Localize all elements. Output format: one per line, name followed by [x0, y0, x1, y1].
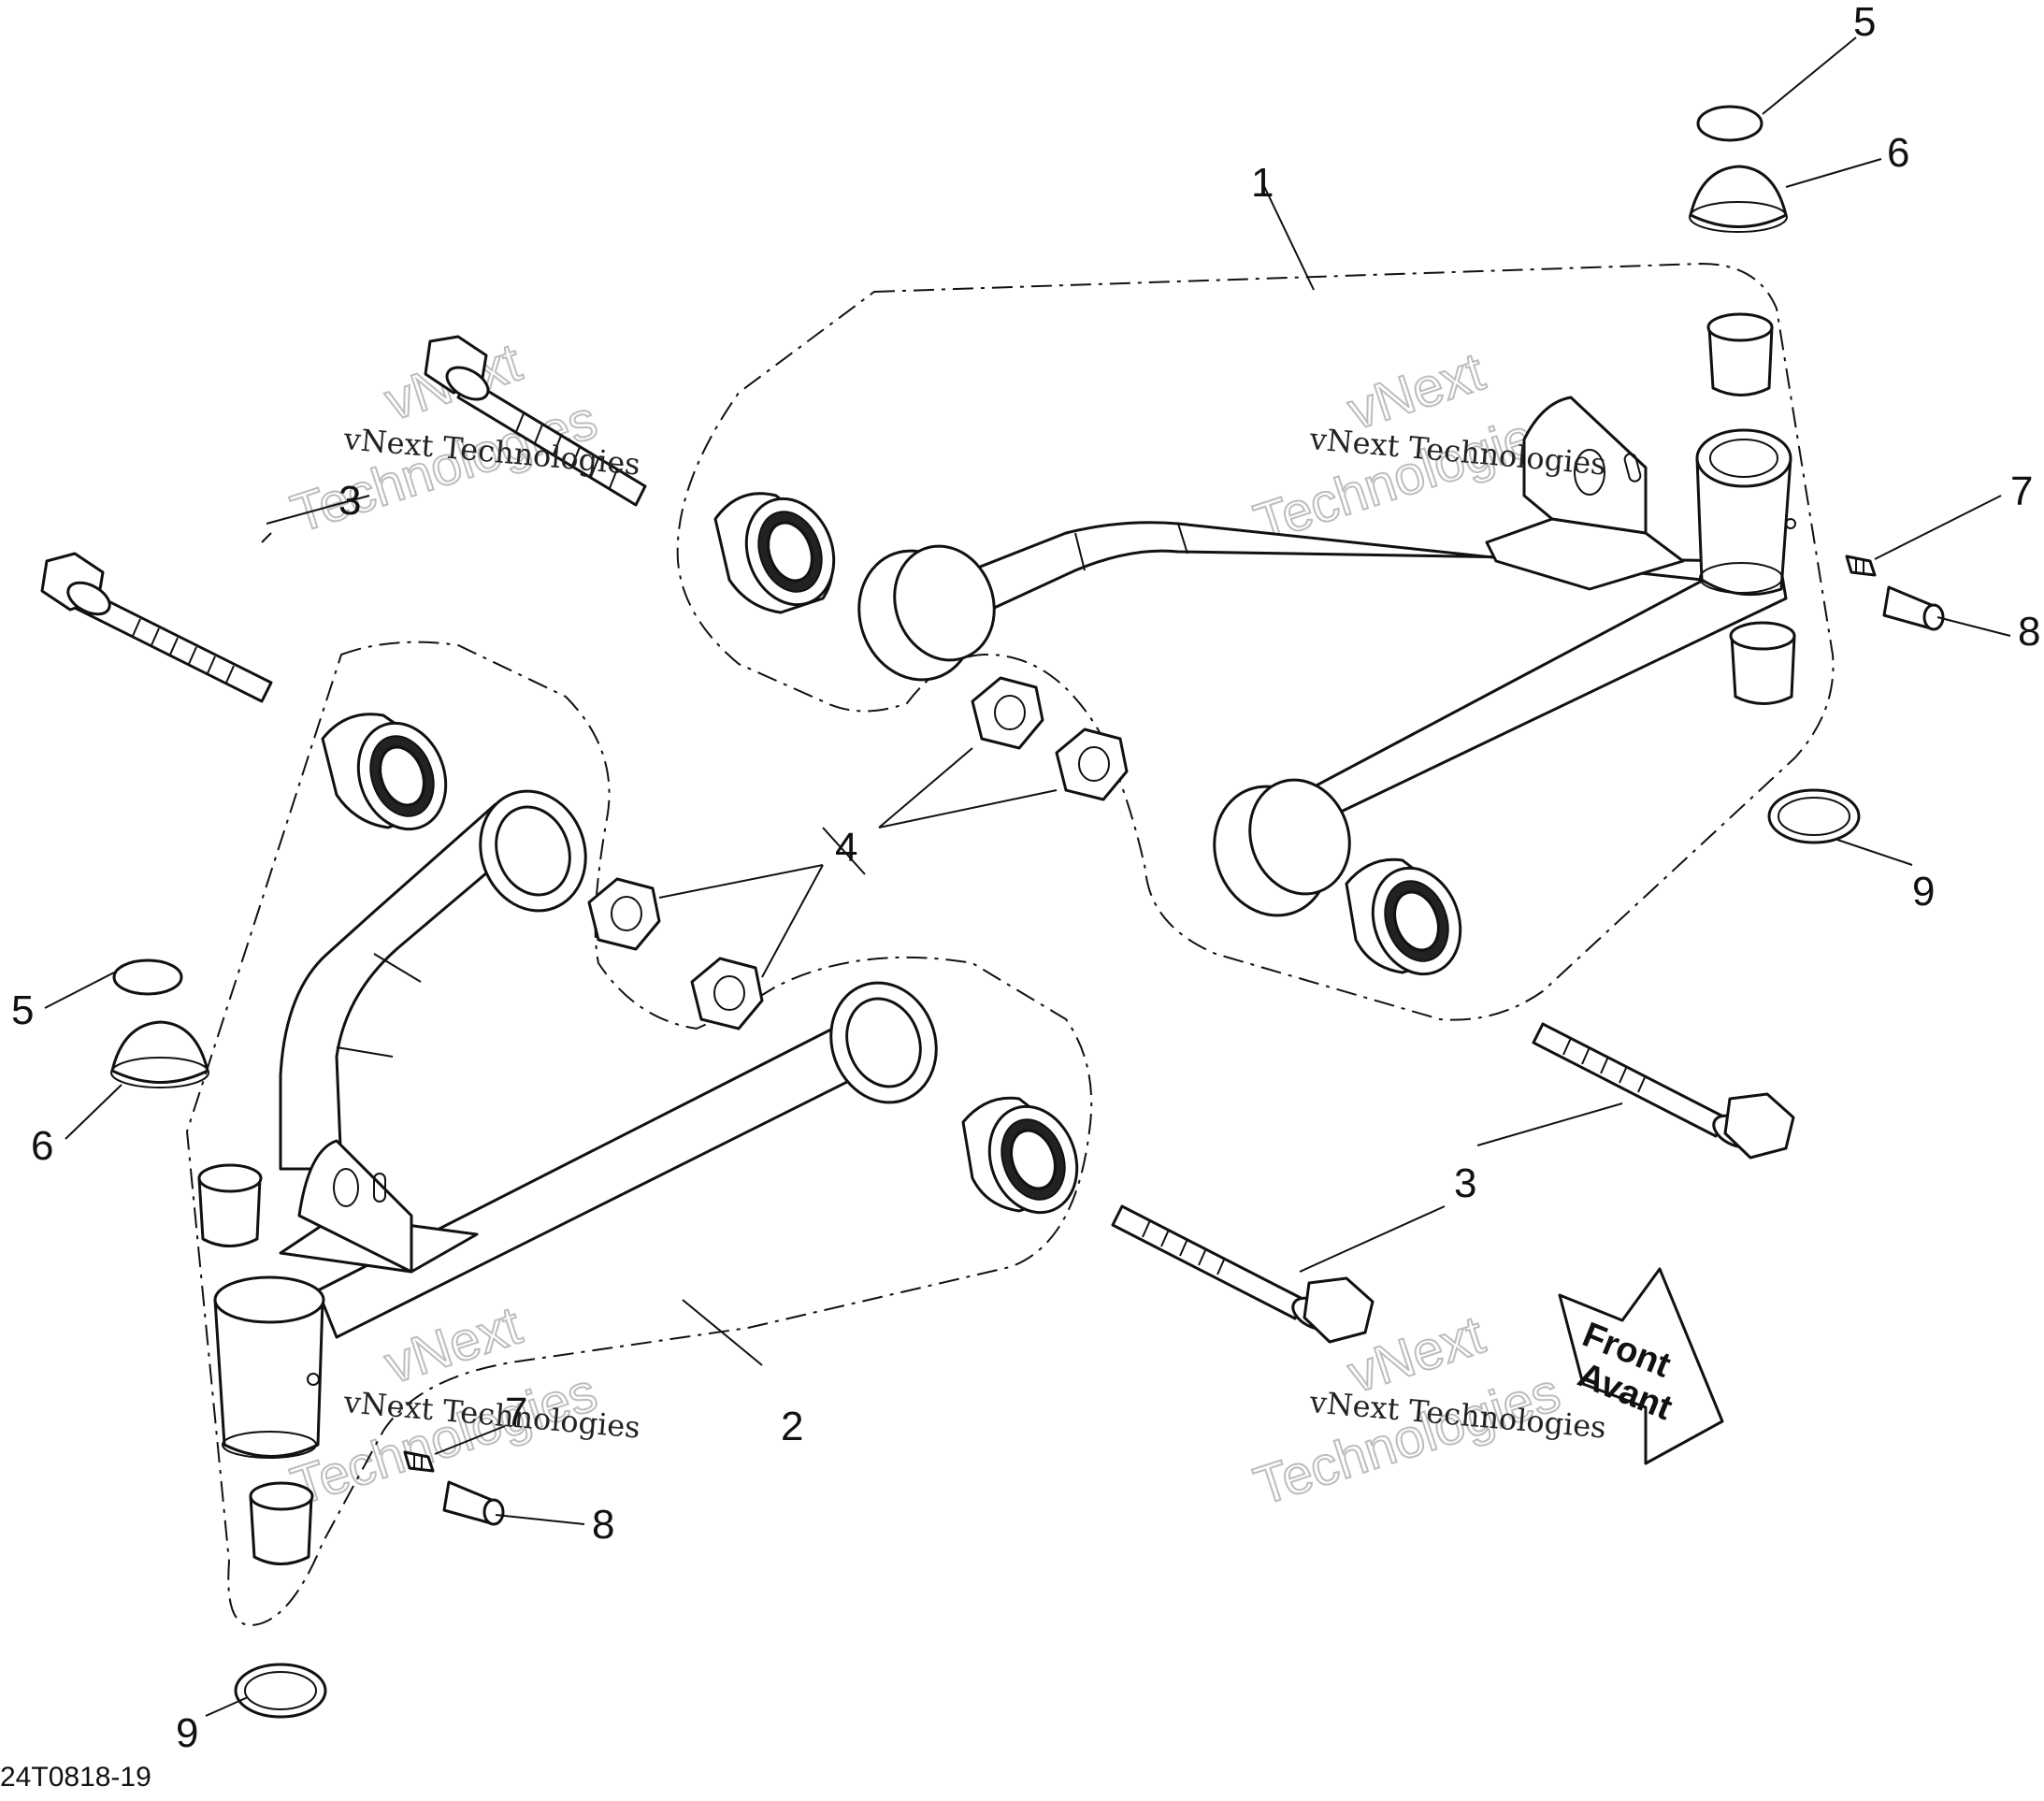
- dust-cap-top: [1689, 165, 1788, 233]
- callout-8-bottom: 8: [592, 1502, 614, 1548]
- lower-control-arm: [213, 789, 938, 1459]
- watermark-big-word2: Technologies: [284, 1362, 604, 1517]
- o-ring-top: [1696, 105, 1763, 142]
- seal-ring-bottom: [234, 1663, 327, 1719]
- upper-bottom-sleeve: [1729, 621, 1796, 705]
- sleeve-bottom: [442, 1480, 505, 1526]
- callout-2: 2: [781, 1404, 803, 1449]
- lower-front-bushing: [321, 713, 448, 831]
- callout-6-left: 6: [31, 1123, 53, 1169]
- callout-8-right: 8: [2018, 609, 2040, 655]
- leader-lines: [44, 36, 2011, 1717]
- callout-6-top: 6: [1887, 130, 1909, 176]
- nut-3: [587, 877, 661, 951]
- callout-4: 4: [835, 825, 857, 871]
- lower-rear-bushing: [961, 1096, 1079, 1215]
- bolt-right: [1532, 1022, 1795, 1160]
- callout-9-right: 9: [1912, 869, 1935, 915]
- lower-bottom-sleeve: [249, 1481, 314, 1565]
- bolt-top: [424, 335, 647, 507]
- callout-5-top: 5: [1853, 0, 1876, 45]
- grease-fitting-right: [1845, 555, 1877, 577]
- drawing-code: 24T0818-19: [0, 1762, 151, 1793]
- o-ring-left: [112, 958, 183, 996]
- sleeve-right: [1882, 585, 1945, 631]
- callout-7-bottom: 7: [505, 1390, 527, 1435]
- seal-ring-right: [1767, 788, 1861, 844]
- lower-arm-group-outline: [185, 641, 1093, 1627]
- callout-9-bottom: 9: [176, 1710, 198, 1756]
- upper-control-arm: [857, 396, 1796, 917]
- dust-cap-left: [110, 1020, 209, 1088]
- upper-rear-bushing: [1345, 857, 1462, 976]
- nut-1: [971, 676, 1044, 750]
- lower-top-sleeve: [197, 1163, 263, 1247]
- callout-3-left: 3: [338, 478, 361, 524]
- bolt-bottom: [1111, 1204, 1375, 1344]
- callout-5-left: 5: [11, 987, 34, 1033]
- nut-2: [1055, 728, 1129, 801]
- callout-7-right: 7: [2010, 468, 2033, 514]
- watermark-big-word1: vNext: [378, 1295, 528, 1396]
- nut-4: [690, 957, 764, 1030]
- callout-3-right: 3: [1454, 1160, 1476, 1206]
- callout-1: 1: [1251, 160, 1274, 206]
- upper-top-sleeve: [1706, 312, 1774, 396]
- grease-fitting-bottom: [403, 1450, 435, 1473]
- bolt-left: [40, 552, 273, 703]
- upper-front-bushing: [713, 492, 836, 614]
